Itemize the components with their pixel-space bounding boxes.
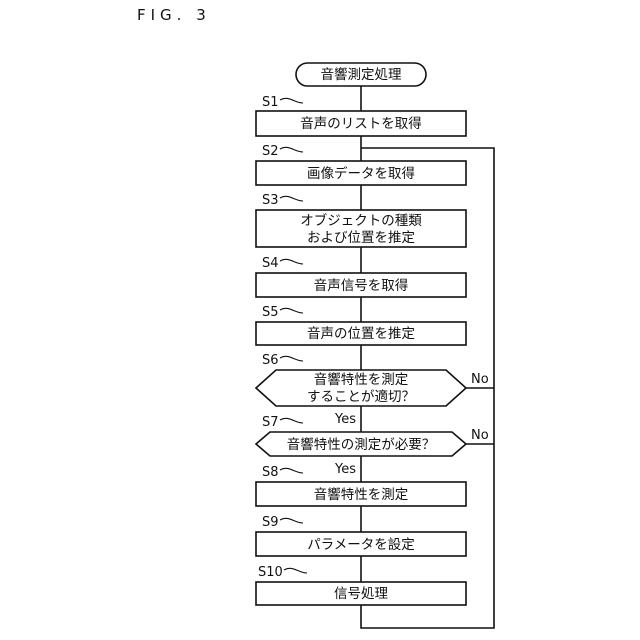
step-s8-id: S8 bbox=[262, 465, 279, 480]
step-s5-leader bbox=[280, 308, 303, 313]
step-s1-leader bbox=[280, 98, 303, 103]
step-s9-leader bbox=[280, 518, 303, 523]
decision-s6-text-line2: することが適切？ bbox=[307, 388, 415, 405]
decision-s6-id: S6 bbox=[262, 353, 279, 368]
step-s1-text: 音声のリストを取得 bbox=[300, 115, 422, 132]
step-s2-id: S2 bbox=[262, 144, 279, 159]
step-s8-leader bbox=[280, 468, 303, 473]
decision-s7-no-label: No bbox=[471, 428, 489, 443]
decision-s7-leader bbox=[280, 418, 303, 423]
step-s10-leader bbox=[284, 568, 307, 573]
step-s3-id: S3 bbox=[262, 193, 279, 208]
step-s5-id: S5 bbox=[262, 305, 279, 320]
step-s3-text-line2: および位置を推定 bbox=[307, 230, 415, 246]
step-s2-leader bbox=[280, 147, 303, 152]
decision-s7-text: 音響特性の測定が必要？ bbox=[287, 436, 436, 453]
step-s10-text: 信号処理 bbox=[334, 586, 388, 602]
decision-s6-no-label: No bbox=[471, 372, 489, 387]
step-s9-id: S9 bbox=[262, 515, 279, 530]
step-s8-text: 音響特性を測定 bbox=[314, 486, 409, 503]
step-s10-id: S10 bbox=[258, 565, 283, 580]
step-s4-text: 音声信号を取得 bbox=[314, 277, 409, 294]
step-s5-text: 音声の位置を推定 bbox=[307, 325, 415, 342]
step-s4-leader bbox=[280, 259, 303, 264]
step-s4-id: S4 bbox=[262, 256, 279, 271]
step-s2-text: 画像データを取得 bbox=[307, 165, 415, 182]
figure-label: FIG. 3 bbox=[137, 6, 211, 24]
step-s9-text: パラメータを設定 bbox=[307, 537, 415, 553]
step-s1-id: S1 bbox=[262, 95, 279, 110]
step-s3-leader bbox=[280, 196, 303, 201]
decision-s6-text-line1: 音響特性を測定 bbox=[314, 371, 409, 388]
step-s3-text-line1: オブジェクトの種類 bbox=[300, 212, 422, 229]
decision-s7-id: S7 bbox=[262, 415, 279, 430]
decision-s6-yes-label: Yes bbox=[334, 412, 356, 427]
start-label: 音響測定処理 bbox=[321, 66, 402, 83]
decision-s7-yes-label: Yes bbox=[334, 462, 356, 477]
decision-s6-leader bbox=[280, 356, 303, 361]
